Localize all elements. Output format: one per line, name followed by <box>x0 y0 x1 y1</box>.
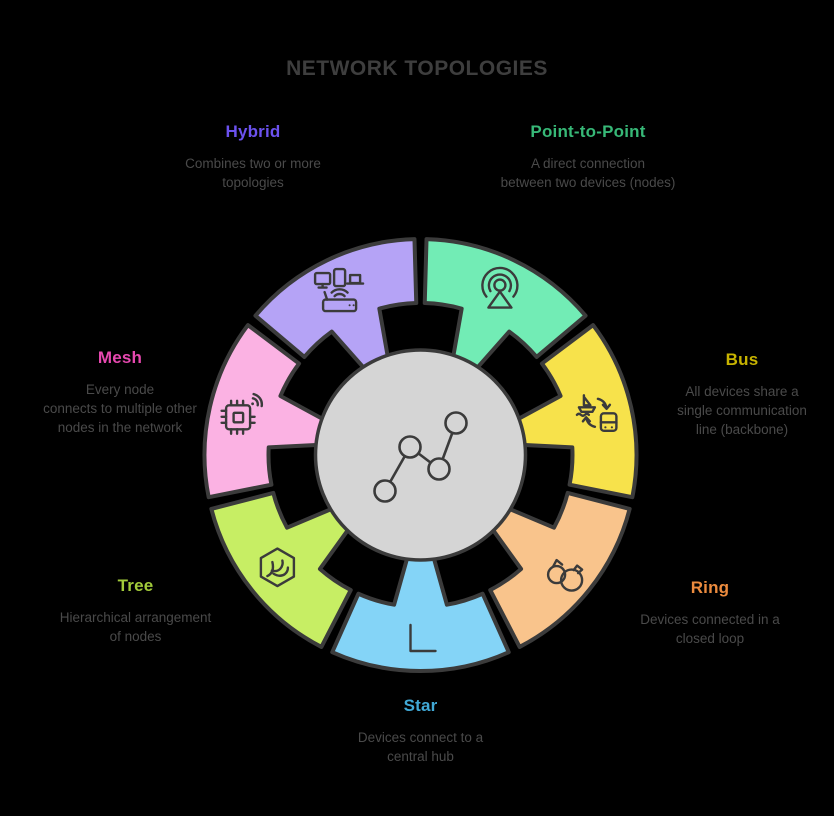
label-ring: Ring <box>690 578 730 597</box>
callout-ring: Ring Devices connected in a closed loop <box>606 578 814 649</box>
label-bus: Bus <box>725 350 759 369</box>
devices-router-icon <box>313 267 365 313</box>
description-mesh: Every node connects to multiple other no… <box>43 382 197 435</box>
description-hybrid: Combines two or more topologies <box>185 156 321 190</box>
callout-hybrid: Hybrid Combines two or more topologies <box>148 122 358 193</box>
label-tree: Tree <box>117 576 154 595</box>
label-mesh: Mesh <box>97 348 143 367</box>
wedding-rings-icon <box>546 558 584 592</box>
callout-mesh: Mesh Every node connects to multiple oth… <box>12 348 228 438</box>
network-graph-icon <box>373 411 468 503</box>
boat-bus-transfer-icon <box>575 394 618 432</box>
description-point-to-point: A direct connection between two devices … <box>500 156 676 190</box>
label-point-to-point: Point-to-Point <box>530 122 646 141</box>
branch-hexagon-icon <box>259 547 296 588</box>
callout-point-to-point: Point-to-Point A direct connection betwe… <box>476 122 700 193</box>
segment-mesh <box>202 323 329 500</box>
label-star: Star <box>403 696 438 715</box>
segment-tree <box>209 490 353 649</box>
callout-star: Star Devices connect to a central hub <box>318 696 523 767</box>
description-bus: All devices share a single communication… <box>677 384 807 437</box>
callout-tree: Tree Hierarchical arrangement of nodes <box>33 576 238 647</box>
right-angle-icon <box>409 623 437 653</box>
segment-bus <box>512 323 639 500</box>
description-tree: Hierarchical arrangement of nodes <box>59 610 212 644</box>
description-star: Devices connect to a central hub <box>357 730 484 764</box>
page-title: NETWORK TOPOLOGIES <box>286 57 548 80</box>
segment-star <box>330 552 511 673</box>
callout-bus: Bus All devices share a single communica… <box>650 350 834 440</box>
broadcast-tower-icon <box>481 266 519 309</box>
chip-wifi-icon <box>220 392 264 435</box>
segment-point_to_point <box>422 237 588 373</box>
label-hybrid: Hybrid <box>225 122 281 141</box>
description-ring: Devices connected in a closed loop <box>640 612 780 646</box>
segment-hybrid <box>253 237 419 373</box>
segment-ring <box>488 490 632 649</box>
